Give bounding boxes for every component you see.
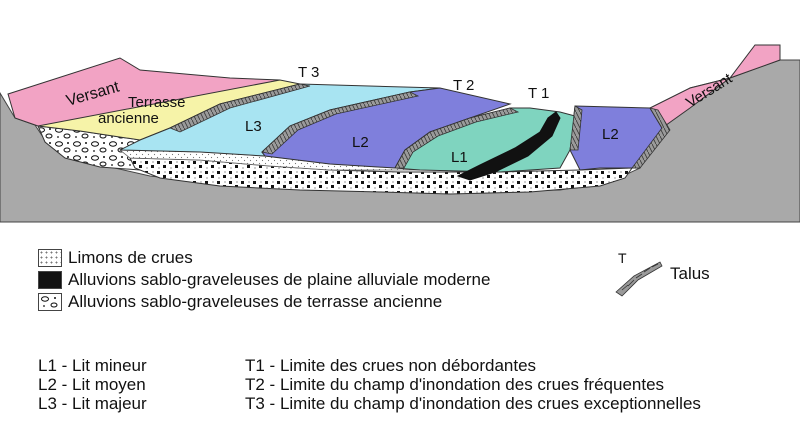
alluvions-terrasse-swatch [38,293,62,311]
river-channel [456,111,561,181]
talus-letter: T [618,250,627,266]
versant-right [649,44,781,129]
def-t2: T2 - Limite du champ d'inondation des cr… [245,375,665,394]
def-l1: L1 - Lit mineur [38,356,147,375]
alluvions-moderne-swatch [38,271,62,289]
def-t1: T1 - Limite des crues non débordantes [245,356,537,375]
label-l3: L3 [245,118,262,135]
legend-alluvions-terrasse-label: Alluvions sablo-graveleuses de terrasse … [68,292,443,311]
talus-t2 [261,91,420,155]
legend-talus: T Talus [608,250,768,300]
lits-definitions: L1 - Lit mineur L2 - Lit moyen L3 - Lit … [38,356,147,413]
limites-definitions: T1 - Limite des crues non débordantes T2… [245,356,701,413]
def-l3: L3 - Lit majeur [38,394,147,413]
label-l1: L1 [451,149,468,166]
def-t3: T3 - Limite du champ d'inondation des cr… [245,394,701,413]
label-t3: T 3 [298,64,319,81]
legend-limons-label: Limons de crues [68,248,193,267]
talus-symbol [615,261,663,297]
legend-alluvions-terrasse: Alluvions sablo-graveleuses de terrasse … [38,292,442,312]
talus-label: Talus [670,264,710,283]
limons-swatch [38,249,62,267]
label-terrasse-2: ancienne [98,110,159,127]
def-l2: L2 - Lit moyen [38,375,146,394]
label-l2-left: L2 [352,134,369,151]
label-terrasse-1: Terrasse [128,94,186,111]
talus-right [631,107,671,169]
legend-alluvions-moderne-label: Alluvions sablo-graveleuses de plaine al… [68,270,491,289]
talus-t3 [169,83,311,133]
label-t2: T 2 [453,77,474,94]
legend-alluvions-moderne: Alluvions sablo-graveleuses de plaine al… [38,270,490,290]
label-l2-right: L2 [602,126,619,143]
label-t1: T 1 [528,85,549,102]
legend-limons: Limons de crues [38,248,193,268]
talus-t1-right [569,105,583,151]
cross-section-diagram: Versant Terrasse ancienne L3 L2 L1 L2 Ve… [0,44,800,223]
talus-t1 [394,107,520,169]
